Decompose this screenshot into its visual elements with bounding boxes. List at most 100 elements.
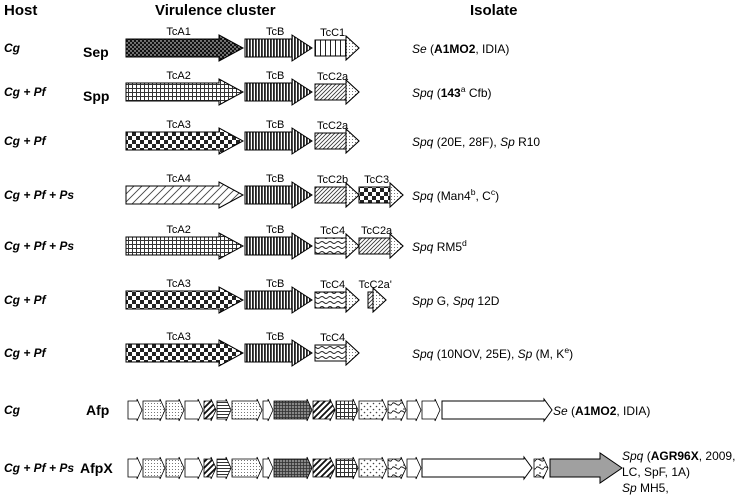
isolate-segment: MH5, (637, 481, 669, 495)
gene-arrow (203, 398, 217, 422)
gene-label: TcA3 (166, 119, 190, 131)
isolate-segment: ( (643, 449, 650, 463)
isolate-segment: a (461, 84, 466, 94)
isolate-segment: ( (427, 42, 434, 56)
gene-label: TcB (266, 173, 284, 185)
isolate-label: Spq (AGR96X, 2009, (622, 449, 735, 463)
isolate-segment: d (462, 238, 467, 248)
isolate-segment: Sp (500, 135, 515, 149)
isolate-label: LC, SpF, 1A) (622, 465, 690, 479)
afp-operon-row: Cg + Pf + Ps AfpX Spq (AGR96X, 2009, LC, Sp… (4, 449, 735, 495)
gene-tip (389, 232, 404, 260)
gene-arrow (335, 456, 359, 480)
gene-arrow (184, 456, 204, 480)
isolate-segment: 143 (441, 86, 461, 100)
isolate-segment: A1MO2 (434, 42, 476, 56)
gene-arrow (127, 456, 143, 480)
gene-arrow (125, 34, 245, 62)
gene-label: TcB (266, 224, 284, 236)
gene-arrow (165, 456, 185, 480)
gene-arrow (387, 456, 407, 480)
isolate-segment: Spq (453, 294, 475, 308)
host-label: Cg + Pf + Ps (4, 188, 74, 202)
gene-label: TcA3 (166, 278, 190, 290)
gene-arrow (262, 456, 274, 480)
isolate-label: Spq RM5d (412, 238, 467, 254)
isolate-segment: G, (433, 294, 452, 308)
gene-tip (345, 339, 360, 367)
gene-arrow (125, 181, 245, 209)
isolate-label: Se (A1MO2, IDIA) (412, 42, 509, 56)
gene-arrow (387, 398, 407, 422)
gene-label: TcC2a (317, 71, 349, 83)
gene-arrow (216, 398, 232, 422)
gene-label: TcC2a (317, 120, 349, 132)
isolate-segment: Spp (412, 294, 434, 308)
gene-arrow (165, 398, 185, 422)
gene-tip (372, 286, 387, 314)
gene-arrow (125, 78, 245, 106)
gene-tip (345, 286, 360, 314)
gene-arrow (244, 78, 313, 106)
isolate-segment: Spq (412, 135, 434, 149)
isolate-segment: Spq (412, 86, 434, 100)
isolate-segment: c (491, 187, 496, 197)
gene-label: TcA3 (166, 331, 190, 343)
gene-label: TcB (266, 26, 284, 38)
gene-label: TcC2b (317, 174, 348, 186)
host-label: Cg + Pf + Ps (4, 239, 74, 253)
gene-label: TcC4 (320, 332, 345, 344)
isolate-segment: Se (412, 42, 427, 56)
isolate-segment: Cfb) (466, 86, 492, 100)
gene-tip (345, 34, 360, 62)
isolate-segment: , C (476, 189, 492, 203)
gene-arrow (142, 456, 166, 480)
isolate-label: Spp G, Spq 12D (412, 294, 500, 308)
isolate-segment: Spq (622, 449, 644, 463)
gene-label: TcB (266, 278, 284, 290)
isolate-label: Sp MH5, (622, 481, 669, 495)
isolate-segment: 12D (474, 294, 500, 308)
gene-arrow (406, 456, 422, 480)
gene-arrow (358, 398, 388, 422)
isolate-segment: (10NOV, 25E), (433, 347, 517, 361)
gene-label: TcC1 (320, 27, 345, 39)
isolate-segment: Sp (622, 481, 637, 495)
isolate-label: Spq (143a Cfb) (412, 84, 492, 100)
gene-label: TcC4 (320, 225, 345, 237)
isolate-segment: b (471, 187, 476, 197)
isolate-segment: R10 (515, 135, 541, 149)
gene-arrow (358, 456, 388, 480)
gene-arrow (533, 456, 549, 480)
gene-arrow (335, 398, 359, 422)
gene-label: TcC2a (361, 225, 393, 237)
cluster-label: Spp (83, 88, 109, 104)
gene-arrow (549, 452, 623, 484)
host-label: Cg + Pf + Ps (4, 461, 74, 475)
gene-arrow (441, 397, 553, 423)
gene-tip (389, 181, 404, 209)
isolate-segment: RM5 (433, 240, 462, 254)
gene-arrow (184, 398, 204, 422)
isolate-segment: (20E, 28F), (433, 135, 500, 149)
gene-arrow (125, 232, 245, 260)
gene-arrow (406, 398, 422, 422)
gene-arrow (142, 398, 166, 422)
isolate-label: Spq (Man4b, Cc) (412, 187, 499, 203)
gene-label: TcA4 (166, 173, 190, 185)
header-isolate: Isolate (470, 2, 518, 19)
isolate-segment: Spq (412, 347, 434, 361)
gene-label: TcA2 (166, 70, 190, 82)
gene-tip (345, 127, 360, 155)
gene-arrow (203, 456, 217, 480)
gene-arrow (125, 339, 245, 367)
isolate-segment: ( (568, 404, 575, 418)
cluster-label: AfpX (80, 460, 113, 476)
gene-label: TcC4 (320, 279, 345, 291)
gene-arrow (244, 286, 313, 314)
isolate-segment: , IDIA) (616, 404, 650, 418)
